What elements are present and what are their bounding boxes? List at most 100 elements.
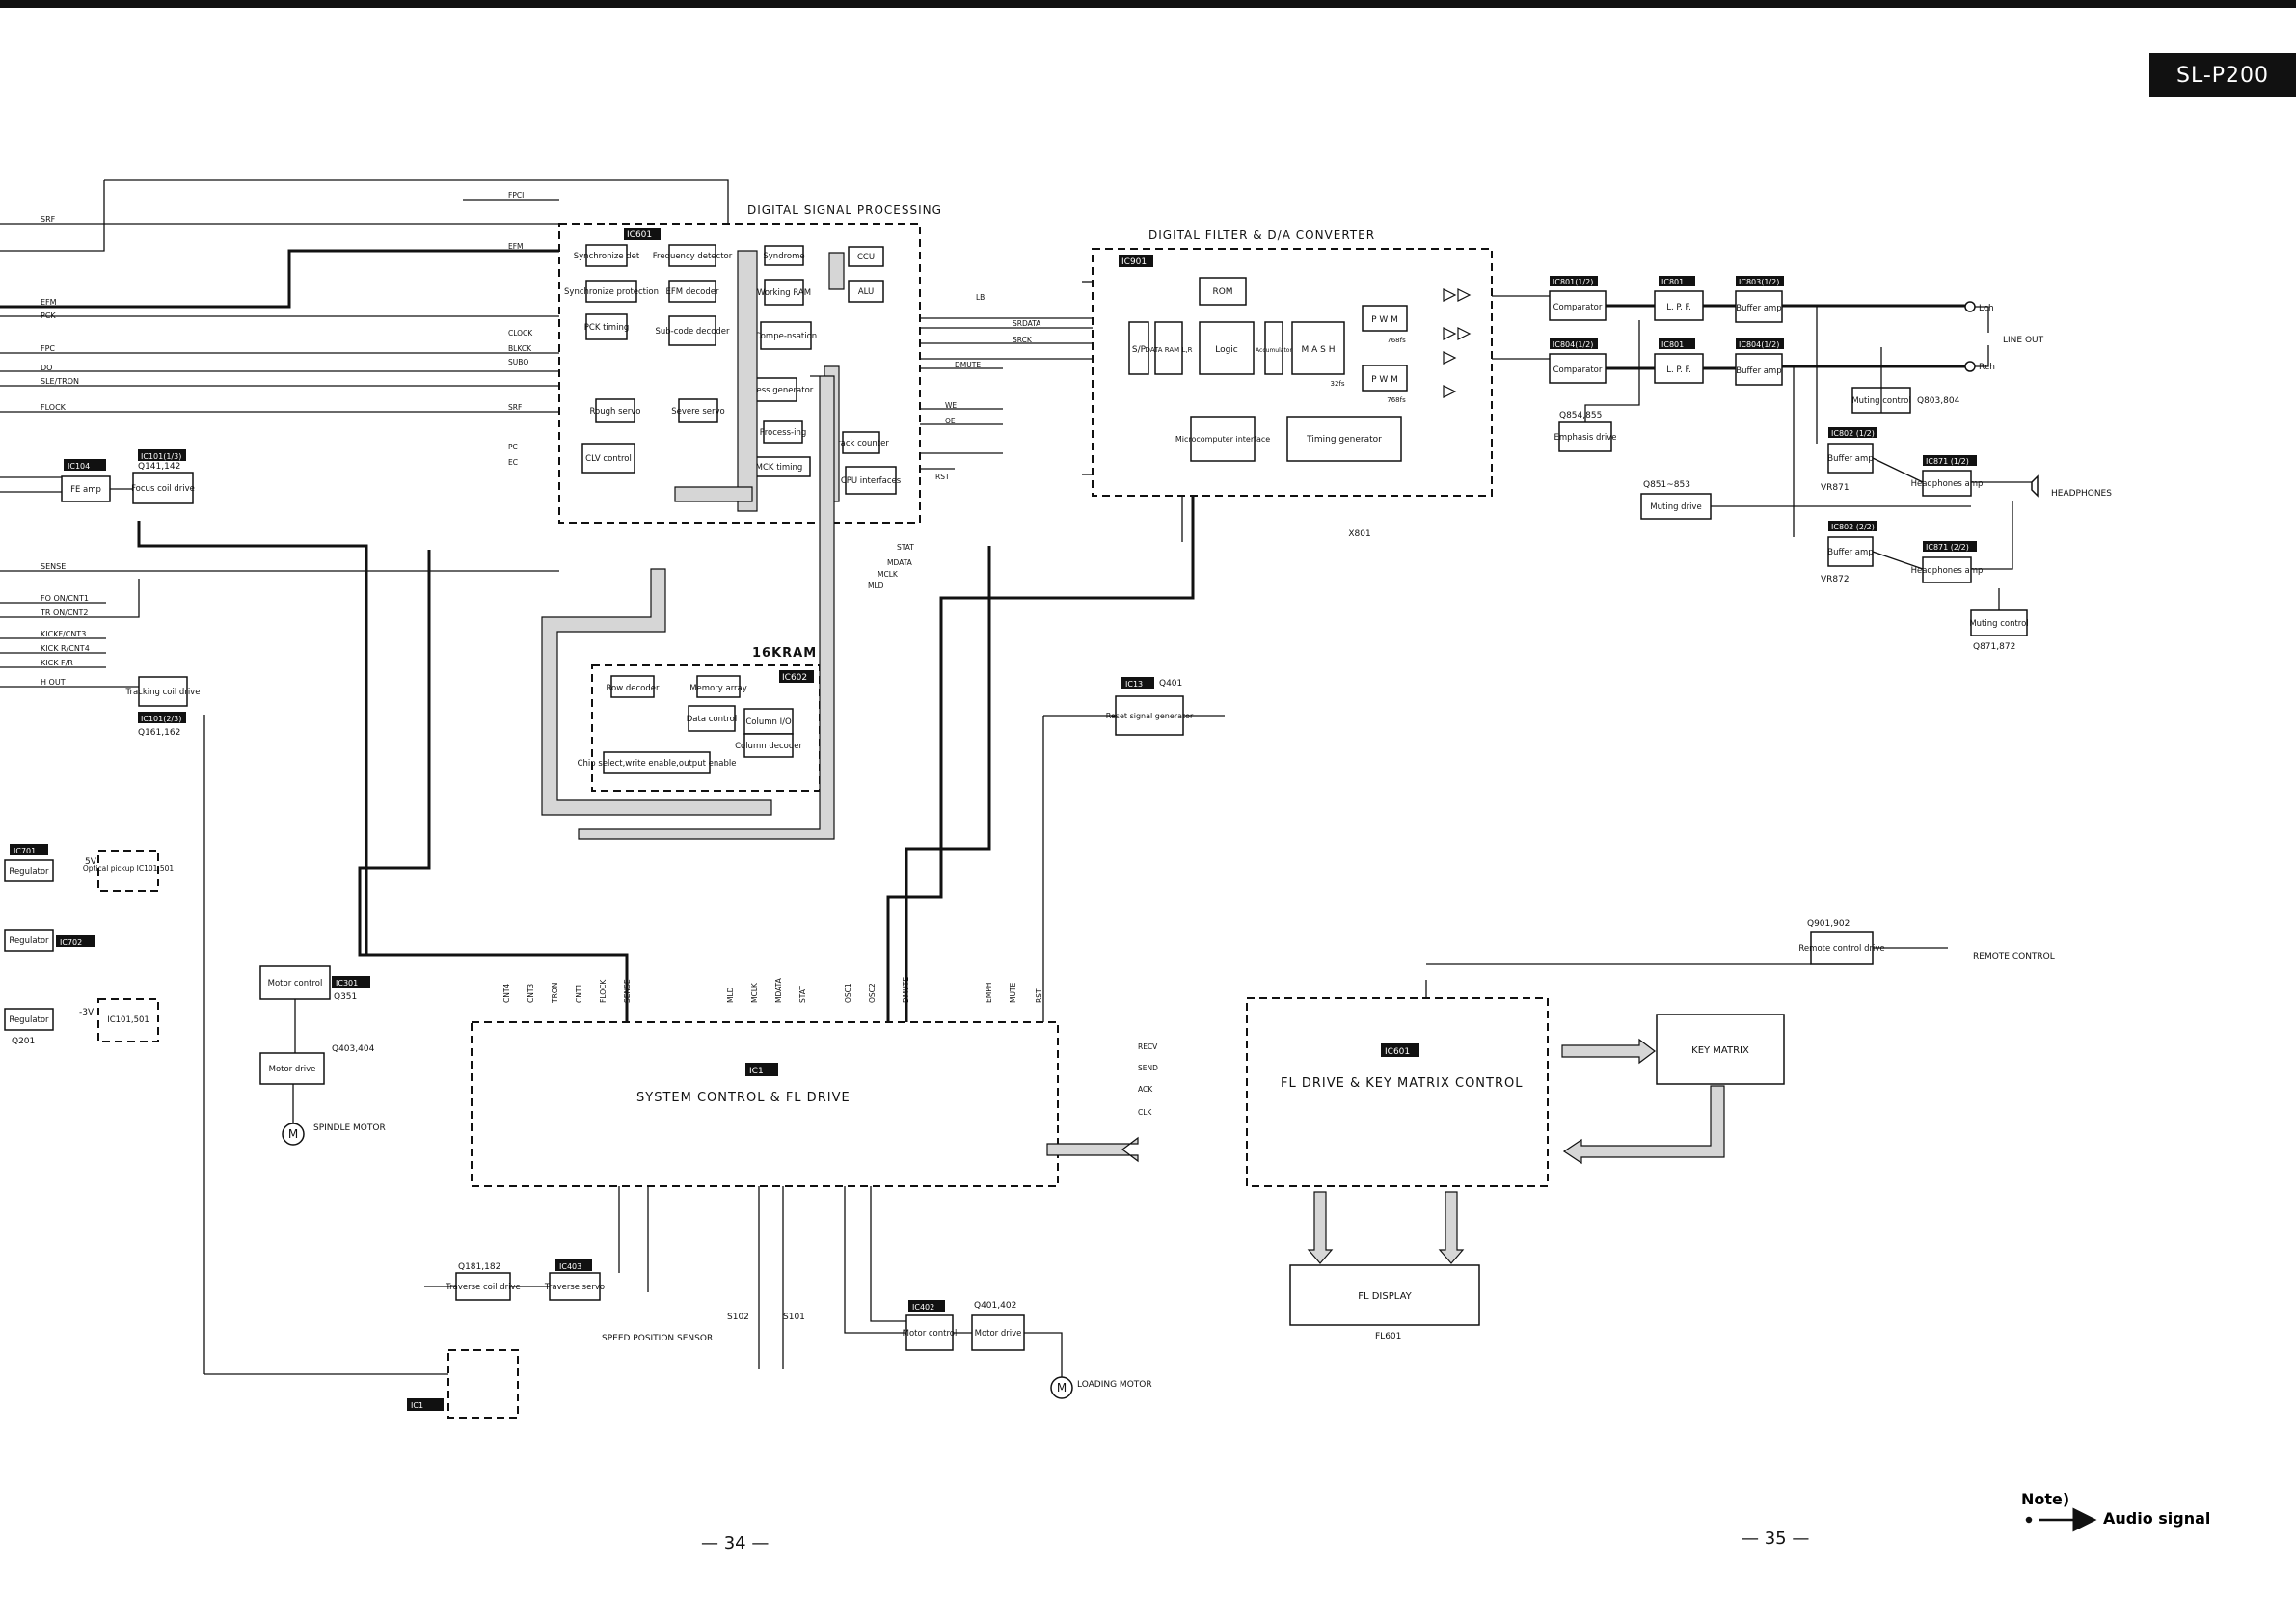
tracking-label: Tracking coil drive <box>125 688 201 697</box>
svg-text:IC601: IC601 <box>1385 1047 1410 1057</box>
svg-text:IC802 (2/2): IC802 (2/2) <box>1831 523 1875 531</box>
svg-text:DMUTE: DMUTE <box>902 977 910 1003</box>
xtal-label: X801 <box>1348 529 1370 539</box>
svg-text:IC702: IC702 <box>60 938 82 947</box>
processing-label: Process-ing <box>760 428 806 438</box>
clv-label: CLV control <box>585 454 632 464</box>
output-jacks <box>1964 301 2039 498</box>
mdrive-ref: Q851~853 <box>1643 480 1690 490</box>
remote-drive-label: Remote control drive <box>1798 944 1884 954</box>
hp-buf1-label: Buffer amp <box>1827 454 1873 464</box>
svg-text:IC1: IC1 <box>749 1067 764 1076</box>
svg-text:IC804(1/2): IC804(1/2) <box>1553 340 1593 349</box>
vr1-label: VR871 <box>1821 483 1850 493</box>
motor-symbols <box>282 1123 1073 1399</box>
cpu-if-label: CPU interfaces <box>841 476 902 486</box>
audio-signal-legend <box>2025 1507 2097 1532</box>
hp-mute-ref: Q871,872 <box>1973 642 2015 652</box>
spindle-m: M <box>288 1127 298 1141</box>
pickup-boundary <box>97 850 159 892</box>
sync-det-label: Synchronize det <box>574 252 640 261</box>
svg-text:IC101(2/3): IC101(2/3) <box>141 715 181 723</box>
v5-label: 5V <box>85 857 97 867</box>
svg-text:TR ON/CNT2: TR ON/CNT2 <box>40 609 89 617</box>
key-matrix-label: KEY MATRIX <box>1691 1045 1749 1056</box>
pickup-label: Optical pickup IC101,501 <box>83 864 175 873</box>
svg-text:IC801(1/2): IC801(1/2) <box>1553 278 1593 286</box>
severe-servo-label: Severe servo <box>671 407 725 417</box>
svg-text:SRDATA: SRDATA <box>1013 319 1041 328</box>
mem-array-label: Memory array <box>689 684 747 693</box>
dac-buffers <box>1443 288 1472 398</box>
note-audio-signal: Audio signal <box>2103 1509 2211 1528</box>
svg-text:IC701: IC701 <box>14 847 36 855</box>
fl-display-label: FL DISPLAY <box>1358 1291 1412 1302</box>
mck-label: MCK timing <box>756 463 803 473</box>
flkey-title: FL DRIVE & KEY MATRIX CONTROL <box>1281 1076 1523 1091</box>
traverse-drive-ref: Q181,182 <box>458 1262 500 1272</box>
muting-drive-label: Muting drive <box>1650 502 1701 512</box>
loading-drive-label: Motor drive <box>975 1329 1022 1339</box>
emphasis-label: Emphasis drive <box>1553 433 1616 443</box>
freq2-label: 768fs <box>1387 396 1406 404</box>
remote-label: REMOTE CONTROL <box>1973 952 2055 961</box>
svg-text:WE: WE <box>945 401 957 410</box>
remote-ref: Q901,902 <box>1807 919 1850 929</box>
svg-text:IC801: IC801 <box>1661 340 1684 349</box>
left-signals: SRF EFM PCK FPC DO SLE/TRON FLOCK SENSE … <box>40 215 90 687</box>
hp-mute-label: Muting control <box>1969 619 2028 629</box>
freq-det-label: Frequency detector <box>653 252 733 261</box>
speed-sensor-label: SPEED POSITION SENSOR <box>602 1334 713 1343</box>
rch-label: Rch <box>1979 363 1995 372</box>
svg-text:SENSE: SENSE <box>41 562 66 571</box>
svg-text:MLD: MLD <box>726 987 735 1003</box>
efm-dec-label: EFM decoder <box>666 287 719 297</box>
svg-text:SRF: SRF <box>508 403 522 412</box>
reg2-label: Regulator <box>9 936 49 946</box>
hp-amp2-label: Headphones amp <box>1911 566 1984 576</box>
micro-if-label: Microcomputer interface <box>1175 435 1270 444</box>
logic-label: Logic <box>1215 345 1238 355</box>
svg-text:EFM: EFM <box>41 298 57 307</box>
svg-text:FO ON/CNT1: FO ON/CNT1 <box>41 594 89 603</box>
loading-m: M <box>1057 1381 1067 1394</box>
traverse-servo-label: Traverse servo <box>544 1283 605 1292</box>
muting-ref: Q803,804 <box>1917 396 1960 406</box>
left-blocks <box>4 472 1184 1085</box>
svg-text:BLKCK: BLKCK <box>508 344 532 353</box>
loading-ref: Q401,402 <box>974 1301 1016 1311</box>
focus-ref: Q141,142 <box>138 462 180 472</box>
dsp-boundary <box>558 223 921 524</box>
reg3-ref: Q201 <box>12 1037 35 1046</box>
accum-label: Accumulator <box>1256 347 1292 354</box>
svg-text:CLK: CLK <box>1138 1108 1152 1117</box>
data-ctrl-label: Data control <box>687 715 737 724</box>
dsp-blocks <box>581 244 897 495</box>
hp-buf2-label: Buffer amp <box>1827 548 1873 557</box>
svg-text:KICKF/CNT3: KICKF/CNT3 <box>41 630 86 638</box>
page-number-left: — 34 — <box>701 1533 770 1554</box>
svg-text:IC402: IC402 <box>912 1303 934 1312</box>
svg-text:SUBQ: SUBQ <box>508 358 528 366</box>
addr-gen-label: Address generator <box>738 386 814 395</box>
headphones-label: HEADPHONES <box>2051 489 2112 499</box>
col-dec-label: Column decoder <box>735 742 802 751</box>
dsp-title: DIGITAL SIGNAL PROCESSING <box>747 203 942 217</box>
freq1-label: 768fs <box>1387 337 1406 344</box>
svg-text:MUTE: MUTE <box>1009 982 1017 1003</box>
svg-text:RST: RST <box>935 473 950 481</box>
reset-ref: Q401 <box>1159 679 1182 689</box>
ic-labels: IC601 IC901 IC602 IC1 IC601 <box>624 228 1419 1076</box>
svg-text:IC403: IC403 <box>559 1262 581 1271</box>
svg-text:STAT: STAT <box>897 543 914 552</box>
svg-text:IC301: IC301 <box>336 979 358 988</box>
svg-text:TRON: TRON <box>551 983 559 1004</box>
buf-r-label: Buffer amp <box>1736 366 1781 376</box>
gray-arrows <box>1046 1038 1725 1264</box>
svg-text:MDATA: MDATA <box>887 558 913 567</box>
comp-label: Compe-nsation <box>755 332 817 341</box>
dac-blocks <box>1128 277 1408 462</box>
svg-text:PCK: PCK <box>41 311 56 320</box>
lpf-r-label: L. P. F. <box>1666 365 1691 375</box>
